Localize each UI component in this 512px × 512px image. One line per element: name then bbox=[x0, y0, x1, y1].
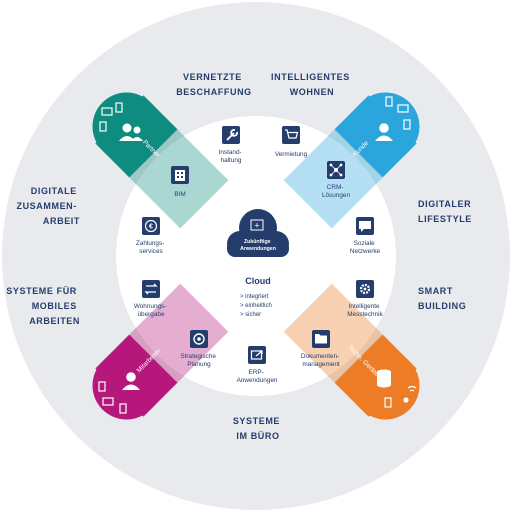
euro-icon: € bbox=[144, 219, 158, 233]
cloud-plus: + bbox=[254, 220, 259, 230]
label-zahlung: Zahlungs- services bbox=[136, 240, 166, 255]
section-digitaler-lifestyle: DIGITALER LIFESTYLE bbox=[418, 199, 474, 224]
wrench-icon bbox=[226, 129, 238, 141]
svg-text:€: € bbox=[149, 224, 153, 231]
cloud-inner-text: Zukünftige Anwendungen bbox=[240, 239, 276, 252]
employee-person-icon bbox=[98, 372, 140, 414]
section-intelligentes-wohnen: INTELLIGENTES WOHNEN bbox=[271, 72, 353, 97]
label-instandhaltung: Instand- haltung bbox=[219, 149, 244, 164]
section-systeme-mobiles-arbeiten: SYSTEME FÜR MOBILES ARBEITEN bbox=[6, 286, 80, 326]
wohnung-box bbox=[142, 280, 160, 298]
cloud-plus-box bbox=[250, 219, 264, 231]
folder-icon bbox=[315, 334, 327, 344]
cloud-title: Cloud bbox=[245, 276, 271, 286]
section-digitale-zusammenarbeit: DIGITALE ZUSAMMEN- ARBEIT bbox=[16, 186, 80, 226]
label-crm: CRM- Lösungen bbox=[322, 184, 351, 199]
swap-arrows-icon bbox=[144, 283, 158, 295]
target-icon bbox=[193, 333, 205, 345]
mitarbeiter-arm bbox=[92, 283, 229, 420]
database-icon bbox=[377, 369, 417, 408]
chat-bubble-icon bbox=[359, 221, 371, 232]
section-vernetzte-beschaffung: VERNETZTE BESCHAFFUNG bbox=[176, 72, 252, 97]
building-icon bbox=[175, 170, 185, 181]
cloud-bullets: > integriert > einheitlich > sicher bbox=[240, 294, 274, 318]
label-wohnung: Wohnungs- übergabe bbox=[134, 303, 168, 318]
label-erp: ERP- Anwendungen bbox=[237, 369, 278, 384]
label-vermietung: Vermietung bbox=[275, 151, 308, 158]
label-bim: BIM bbox=[174, 191, 185, 198]
partner-people-icon bbox=[99, 102, 143, 141]
gear-icon bbox=[359, 283, 371, 295]
zahlung-box bbox=[142, 217, 160, 235]
customer-person-icon bbox=[375, 96, 411, 141]
share-icon bbox=[250, 350, 263, 360]
cloud-icon bbox=[227, 209, 289, 257]
label-planung: Strategische Planung bbox=[180, 353, 217, 368]
section-systeme-im-buero: SYSTEME IM BÜRO bbox=[233, 416, 283, 441]
label-messtechnik: Intelligente Messtechnik bbox=[347, 303, 383, 318]
label-dokumente: Dokumenten- management bbox=[301, 353, 341, 368]
label-soziale: Soziale Netzwerke bbox=[350, 240, 381, 255]
section-smart-building: SMART BUILDING bbox=[418, 286, 466, 311]
shopping-cart-icon bbox=[285, 129, 299, 139]
network-icon bbox=[329, 163, 343, 177]
